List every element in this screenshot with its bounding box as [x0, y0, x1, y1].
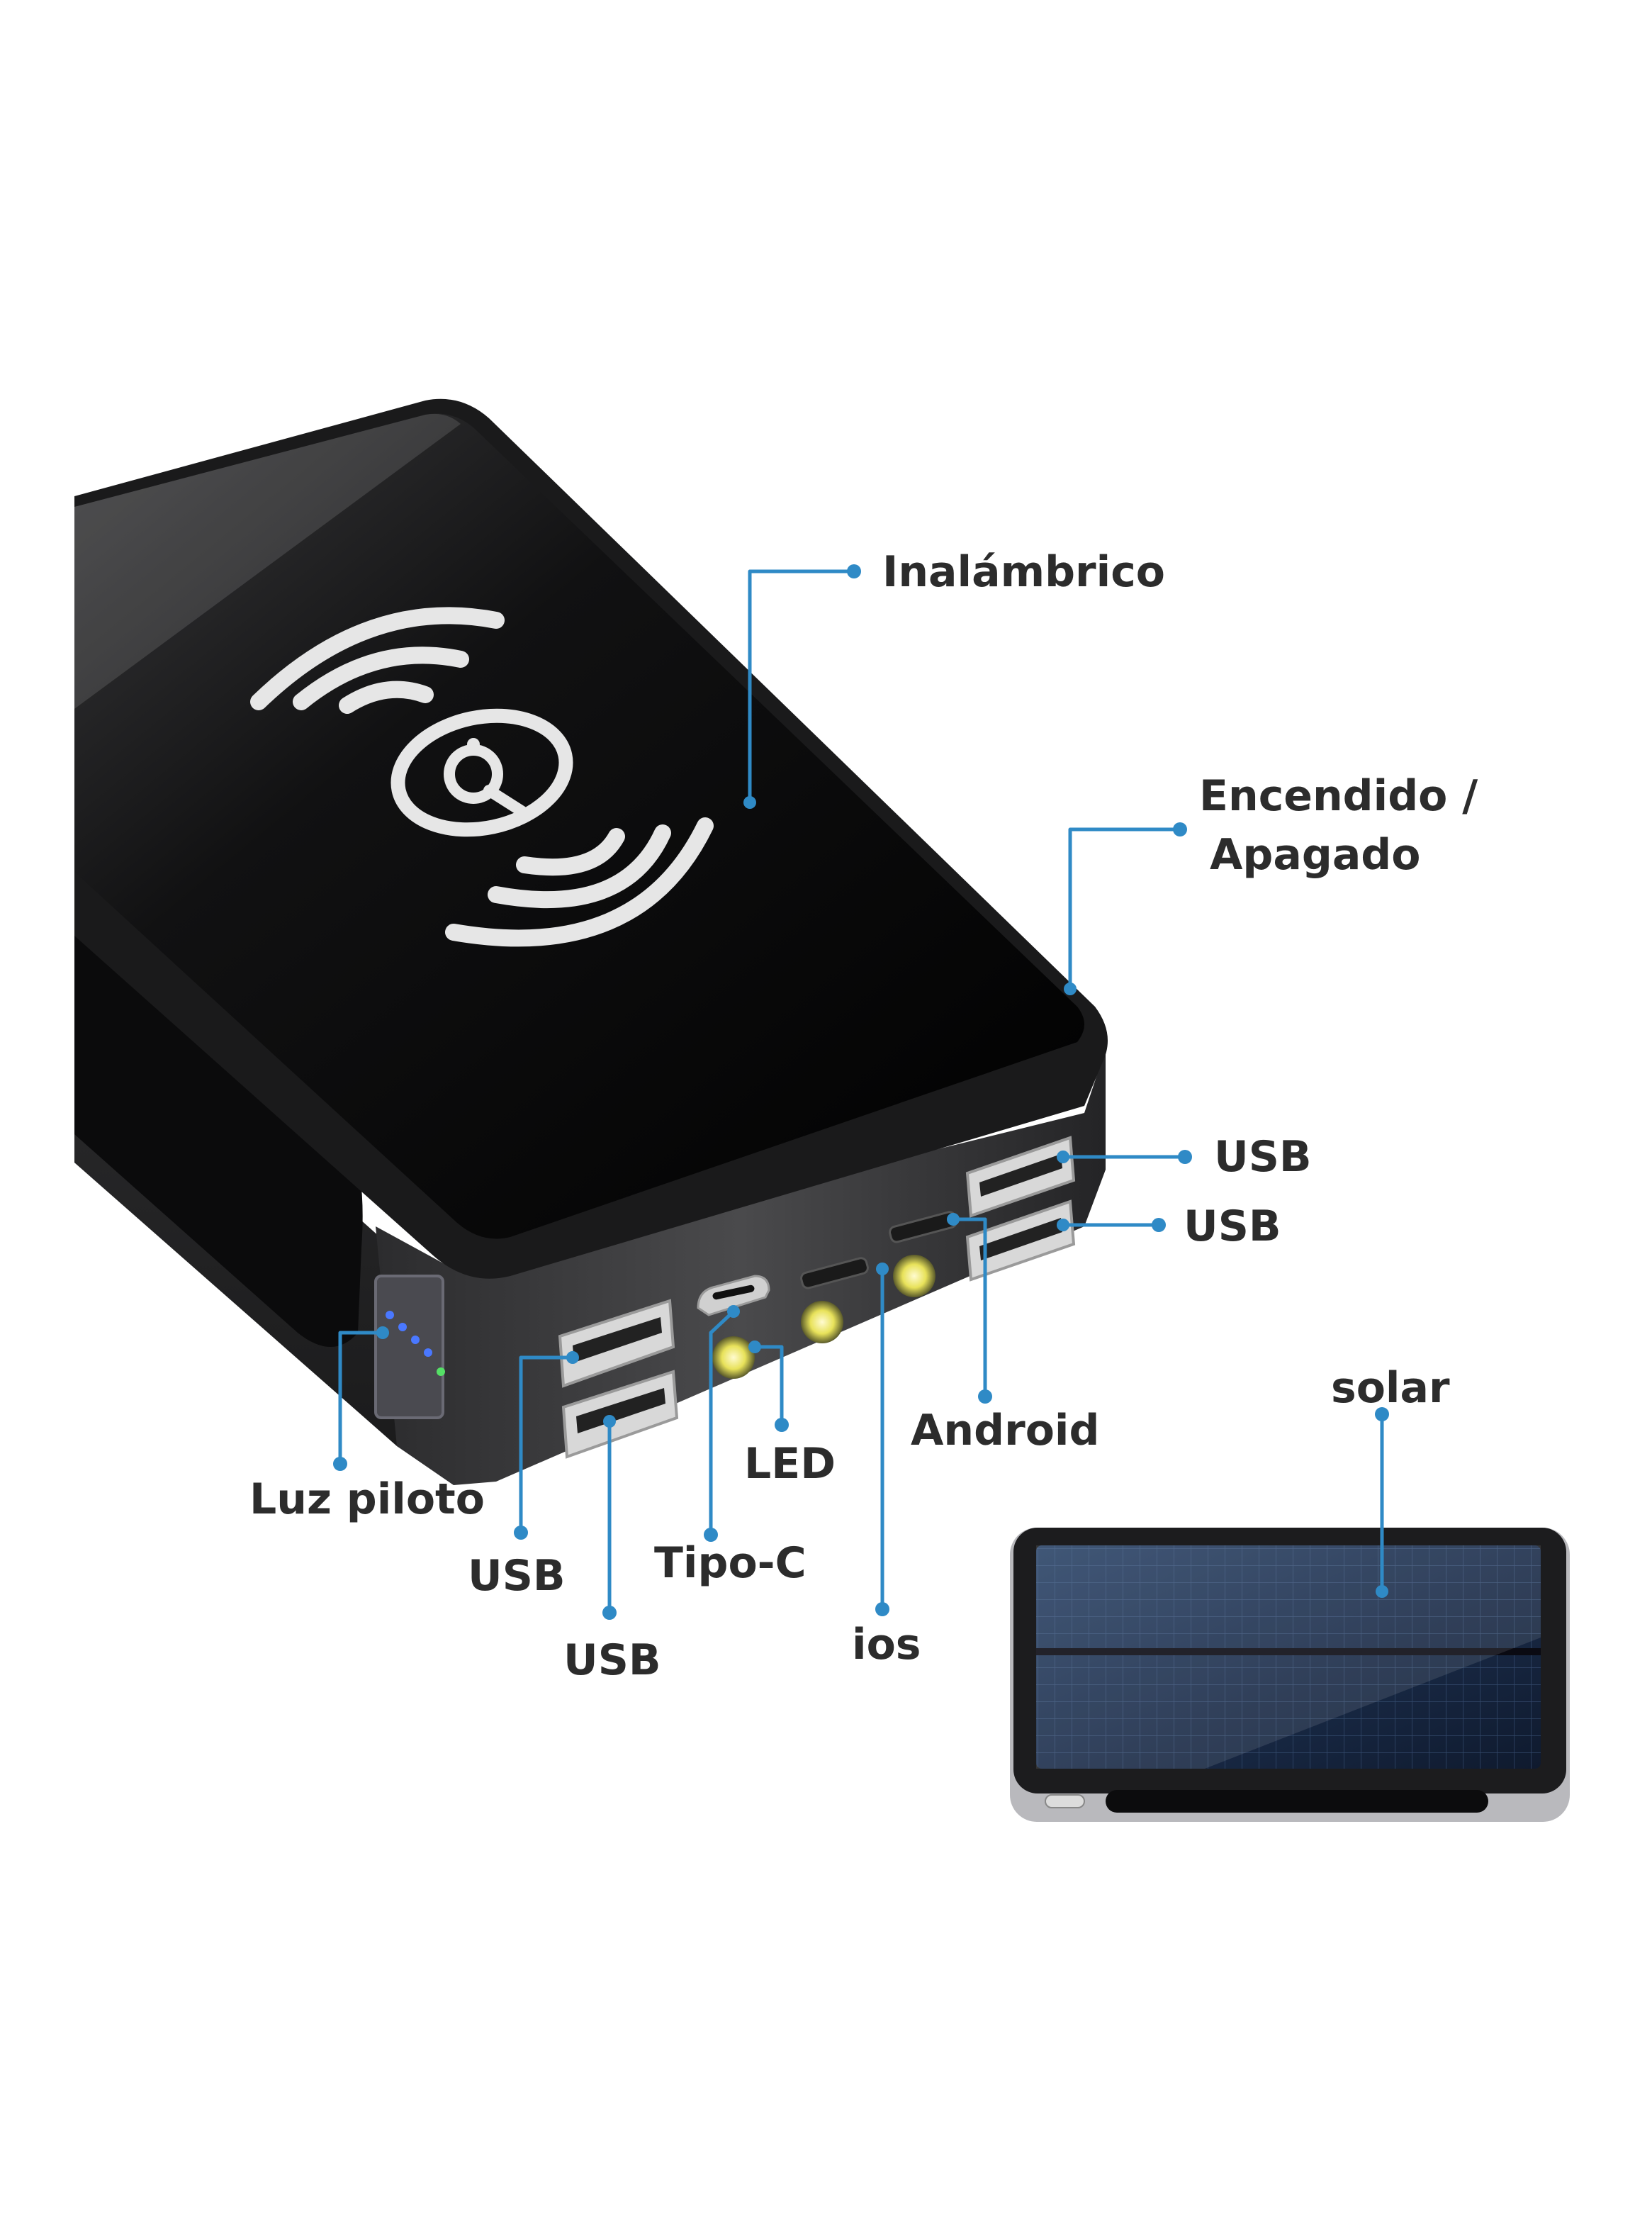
leader-usb-bottom-upper-dot: [566, 1351, 579, 1364]
label-solar: solar: [1331, 1363, 1450, 1413]
label-usb-right-lower: USB: [1184, 1202, 1281, 1251]
power-bank: [74, 398, 1108, 1485]
power-bank-front-face: [376, 1049, 1106, 1485]
label-wireless: Inalámbrico: [882, 547, 1165, 597]
solar-power-bank: [1010, 1528, 1570, 1822]
leader-usb-right-lower-dot: [1057, 1219, 1069, 1231]
leader-android: [951, 1217, 987, 1399]
leader-android-dot: [978, 1389, 992, 1404]
leader-led-dot: [775, 1418, 789, 1432]
usb-port-right-lower: [965, 1199, 1076, 1282]
leader-pilot-light-dot: [333, 1457, 347, 1471]
label-ios: ios: [852, 1620, 921, 1669]
solar-bank-port: [1045, 1794, 1085, 1808]
leader-led: [753, 1345, 784, 1427]
label-power-line1: Encendido /: [1199, 771, 1478, 821]
leader-ios-dot: [875, 1602, 889, 1616]
leader-usb-right-lower-dot: [1152, 1218, 1166, 1232]
power-bank-side-body: [74, 496, 482, 1482]
battery-indicator-icon: [374, 1275, 445, 1419]
usb-port-left-upper: [558, 1299, 675, 1388]
leader-power-dot: [1173, 822, 1187, 836]
leader-wireless-dot: [743, 796, 756, 809]
leader-usb-right-upper-dot: [1057, 1151, 1069, 1163]
leader-android-dot: [947, 1213, 960, 1226]
label-pilot-light: Luz piloto: [249, 1474, 485, 1524]
label-usb-bottom-upper: USB: [468, 1551, 566, 1601]
leader-usb-bottom-upper: [519, 1355, 575, 1535]
leader-type-c-dot: [704, 1528, 718, 1542]
label-usb-right-upper: USB: [1214, 1132, 1312, 1182]
glass-top: [74, 413, 1084, 1239]
led-lights: [712, 1255, 935, 1379]
qi-logo-icon: [390, 708, 573, 837]
leader-usb-bottom-lower-dot: [603, 1415, 616, 1428]
leader-wireless: [748, 569, 856, 805]
label-power-line2: Apagado: [1210, 830, 1420, 880]
leader-pilot-light-dot: [376, 1326, 389, 1339]
wireless-charging-icon: [250, 607, 714, 947]
leader-lines: [333, 564, 1389, 1620]
usb-port-left-lower: [561, 1370, 679, 1459]
leader-usb-bottom-lower-dot: [602, 1606, 617, 1620]
leader-power: [1068, 827, 1182, 991]
leader-usb-right-upper-dot: [1178, 1150, 1192, 1164]
leader-type-c: [709, 1309, 736, 1537]
label-usb-bottom-lower: USB: [563, 1635, 661, 1685]
leader-led-dot: [748, 1341, 761, 1353]
leader-ios-dot: [876, 1263, 889, 1275]
leader-usb-bottom-upper-dot: [514, 1526, 528, 1540]
type-c-port: [697, 1275, 770, 1316]
leader-pilot-light: [338, 1331, 385, 1466]
leader-type-c-dot: [727, 1305, 740, 1318]
leader-solar-dot: [1375, 1407, 1389, 1421]
glass-reflection: [74, 413, 461, 709]
leader-power-dot: [1064, 983, 1077, 995]
leader-solar-dot: [1376, 1585, 1388, 1598]
label-led: LED: [744, 1439, 836, 1489]
label-type-c: Tipo-C: [654, 1538, 807, 1588]
leader-wireless-dot: [847, 564, 861, 578]
usb-port-right-upper: [965, 1136, 1076, 1218]
label-android: Android: [911, 1406, 1099, 1455]
solar-bank-side-strip: [1106, 1790, 1488, 1813]
